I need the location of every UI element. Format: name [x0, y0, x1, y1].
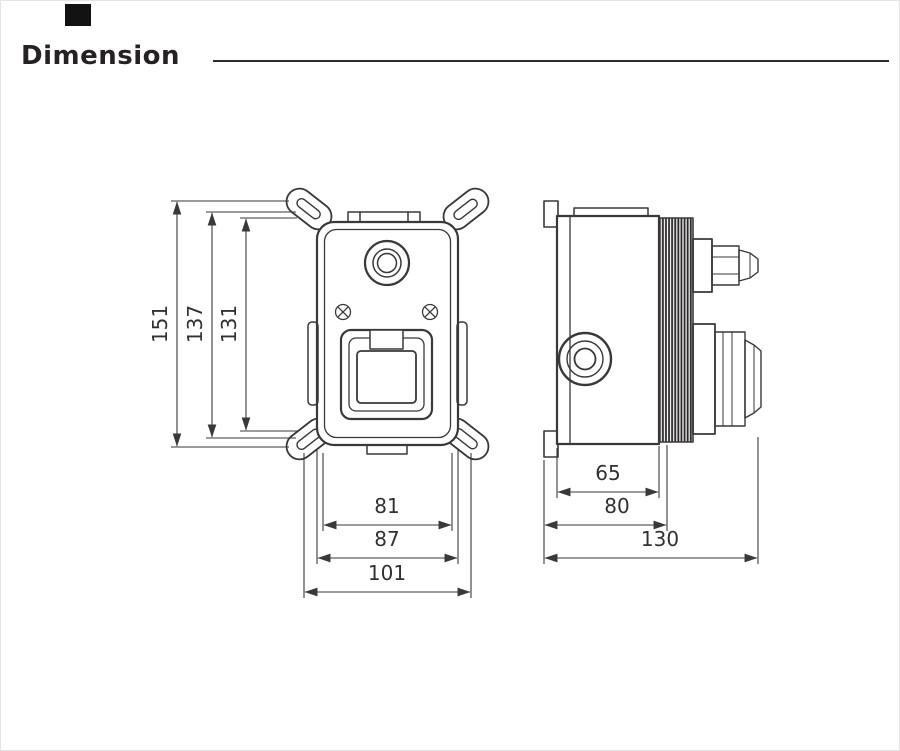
ear-slot — [296, 197, 321, 220]
bottom-tab — [366, 444, 408, 455]
side-tab-top — [543, 200, 559, 228]
side-top-step — [573, 207, 649, 217]
opening-inner — [356, 350, 417, 404]
dimension-labels: 151 137 131 81 87 101 65 80 130 — [148, 305, 679, 585]
dim-front-height-outer — [171, 200, 289, 448]
dim-side-depth-middle — [543, 445, 668, 564]
control-button — [363, 239, 411, 287]
ear-slot — [453, 198, 478, 221]
opening-top-tab — [369, 329, 404, 350]
dim-front-width-outer — [303, 453, 472, 598]
top-tab — [347, 211, 421, 223]
top-connector — [692, 238, 759, 293]
screw-right — [421, 303, 439, 321]
side-port-circle — [557, 331, 613, 387]
front-view — [285, 187, 490, 461]
dim-front-height-inner — [240, 217, 297, 432]
screw-left — [334, 303, 352, 321]
dim-side-depth-overall — [544, 437, 759, 564]
dim-label-65: 65 — [595, 461, 620, 485]
threaded-section — [658, 217, 694, 443]
dim-front-height-middle — [206, 211, 296, 439]
dim-label-81: 81 — [374, 494, 399, 518]
dim-label-101: 101 — [368, 561, 406, 585]
dim-label-131: 131 — [217, 305, 241, 343]
valve-opening — [339, 328, 434, 421]
dim-label-130: 130 — [641, 527, 679, 551]
side-clip-left — [307, 321, 319, 406]
dim-side-depth-body — [556, 446, 660, 498]
side-view — [543, 200, 762, 458]
side-body — [555, 214, 661, 446]
corner-mark — [65, 4, 91, 26]
dimension-lines — [171, 200, 759, 598]
valve-body-inner-outline — [323, 228, 452, 439]
dim-label-151: 151 — [148, 305, 172, 343]
bottom-connector — [692, 323, 762, 435]
dim-front-width-inner — [322, 453, 453, 531]
dim-label-80: 80 — [604, 494, 629, 518]
dim-label-137: 137 — [183, 305, 207, 343]
dim-front-width-middle — [316, 449, 459, 564]
page-title: Dimension — [21, 41, 180, 71]
title-underline — [213, 60, 889, 62]
dim-label-87: 87 — [374, 527, 399, 551]
side-clip-right — [456, 321, 468, 406]
